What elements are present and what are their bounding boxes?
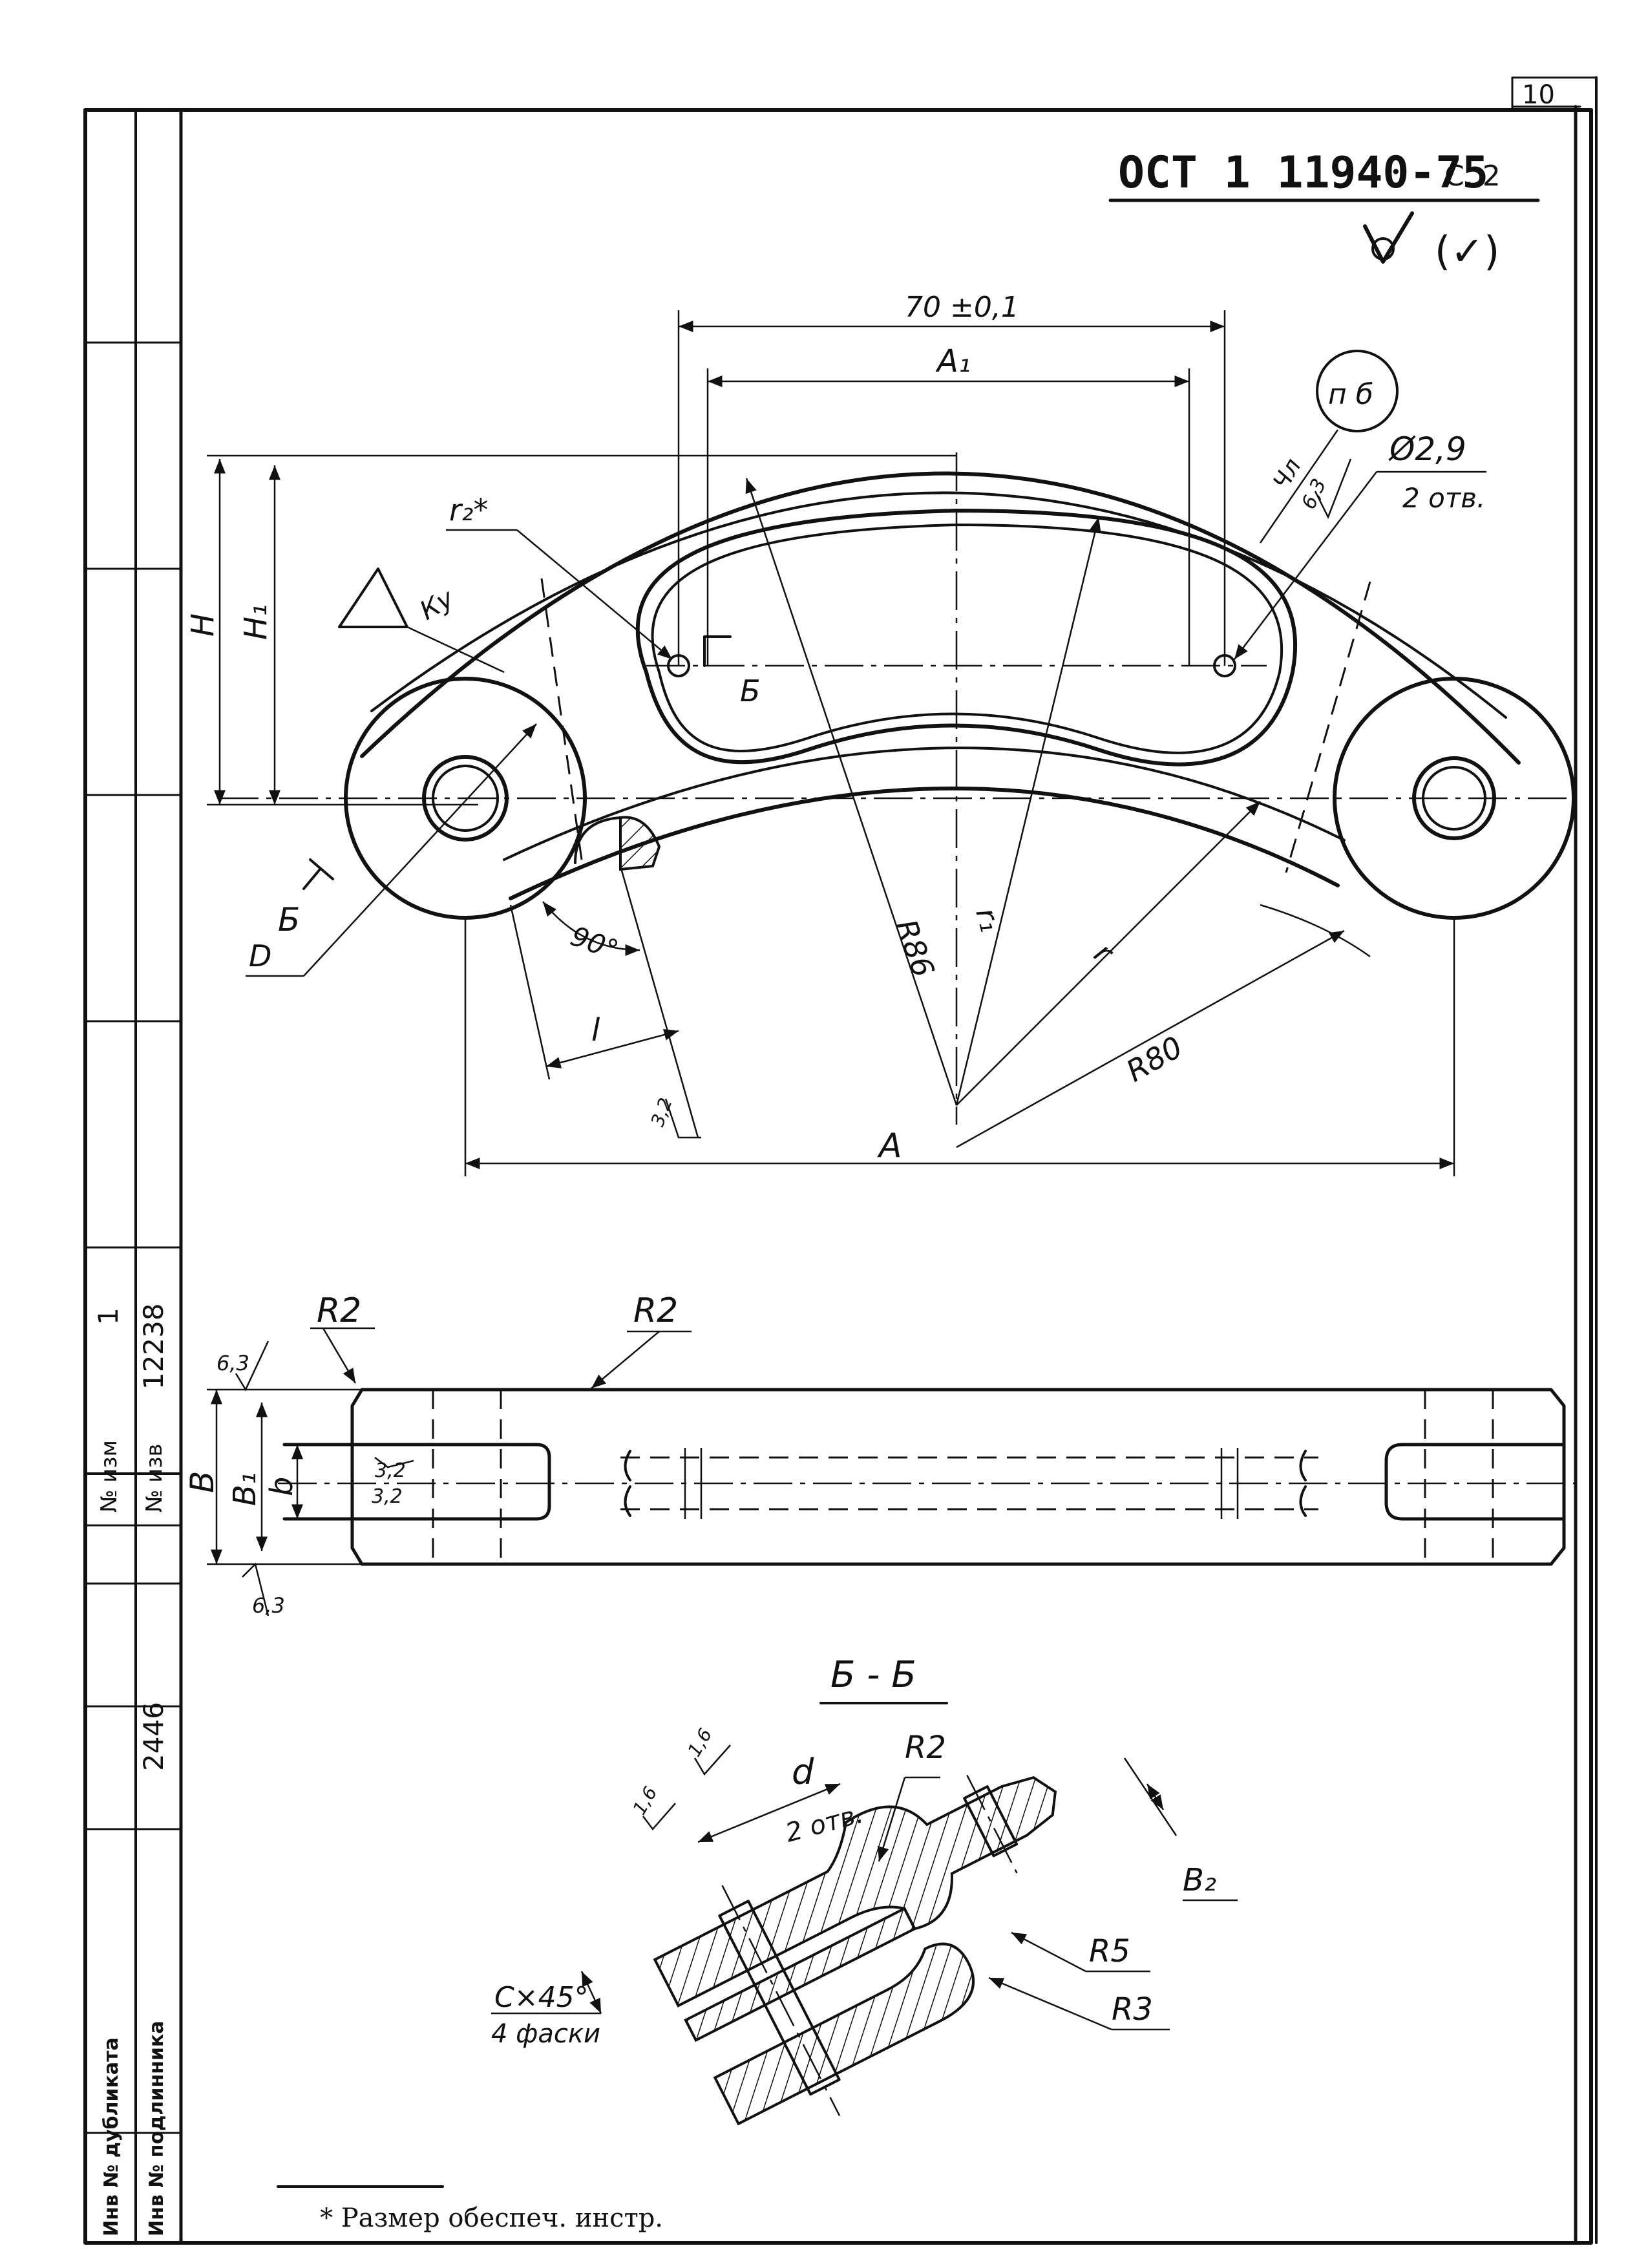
stamp-inv-podlinnika-label: Инв № подлинника [145,2021,168,2236]
chamfer: C×45° [494,1981,589,2014]
r2-right: R2 [633,1291,678,1330]
sheet-ref: С. 2 [1444,160,1501,193]
hole-count: 2 отв. [1402,482,1485,514]
roughness-16b: 1,6 [628,1783,661,1818]
r2-left: R2 [317,1291,361,1330]
stamp-inv-podlinnika-value: 2446 [138,1702,169,1771]
chamfer-count: 4 фаски [491,2019,600,2049]
section-title: Б - Б [830,1654,916,1696]
dim-d: d [792,1752,814,1792]
dim-R80: R80 [1121,1030,1188,1089]
dim-D: D [249,938,271,973]
roughness-16a: 1,6 [683,1724,716,1760]
page-number: 10 [1522,80,1555,110]
marking-symbol: п б [1328,378,1373,411]
stamp-izv-label: № изв [142,1444,167,1512]
dim-l: l [591,1012,600,1048]
roughness-general: (✓) [1435,228,1499,275]
top-view: 70 ±0,1 A₁ H H₁ r₂* Ку п б Чл 6,3 Ø2,9 2… [185,291,1577,1176]
dim-r2: r₂* [449,493,488,527]
dim-A1: A₁ [935,343,971,379]
dim-A: A [877,1127,902,1165]
stamp-izm-value: 1 [92,1308,124,1325]
roughness-32a: 3,2 [375,1459,406,1482]
marking-circle-icon [1316,350,1399,432]
section-mark-inner: Б [740,673,761,708]
dim-b: b [264,1477,300,1496]
side-stamp-text: № изм № изв 1 12238 2446 Инв № дубликата… [92,1303,169,2236]
marking-ku: Ку [415,583,460,626]
dim-H: H [185,613,221,637]
dim-r1: r₁ [969,905,1007,936]
dim-R86: R86 [889,915,942,982]
side-view: R2 R2 6,3 6,3 B B₁ b 3,2 3,2 [184,1291,1577,1618]
roughness-63-bottom: 6,3 [252,1593,285,1618]
sheet-frame [83,76,1598,2245]
standard-code: ОСТ 1 11940-75 [1118,147,1488,198]
dim-B2: B₂ [1183,1862,1216,1898]
r3: R3 [1112,1991,1153,2028]
r5: R5 [1089,1933,1130,1969]
dim-r: r [1088,935,1121,971]
section-mark-left: Б [278,901,300,938]
dim-H1: H₁ [238,604,274,640]
section-view: Б - Б d 2 отв. 1,6 1,6 R2 [491,1654,1238,2126]
marking-triangle-icon [338,567,408,628]
section-r2: R2 [905,1730,946,1766]
angle-90: 90° [567,920,623,966]
marking-area: Чл [1268,454,1306,494]
side-stamp-grid [84,108,183,2245]
roughness-32: 3,2 [647,1095,677,1129]
dim-B1: B₁ [227,1472,263,1506]
stamp-inv-dublikata-label: Инв № дубликата [100,2037,123,2236]
header: 10 ОСТ 1 11940-75 С. 2 (✓) [1108,80,1555,275]
dim-70: 70 ±0,1 [905,291,1019,324]
hole-dim: Ø2,9 [1388,430,1466,468]
stamp-izv-value: 12238 [138,1303,169,1390]
roughness-63-top: 6,3 [217,1351,249,1375]
footnote: * Размер обеспеч. инстр. [277,2185,663,2233]
roughness-32b: 3,2 [372,1485,403,1508]
footnote-text: * Размер обеспеч. инстр. [320,2203,663,2233]
roughness-general-icon [1363,211,1414,264]
stamp-izm-label: № изм [96,1440,122,1512]
dim-B: B [184,1471,221,1493]
